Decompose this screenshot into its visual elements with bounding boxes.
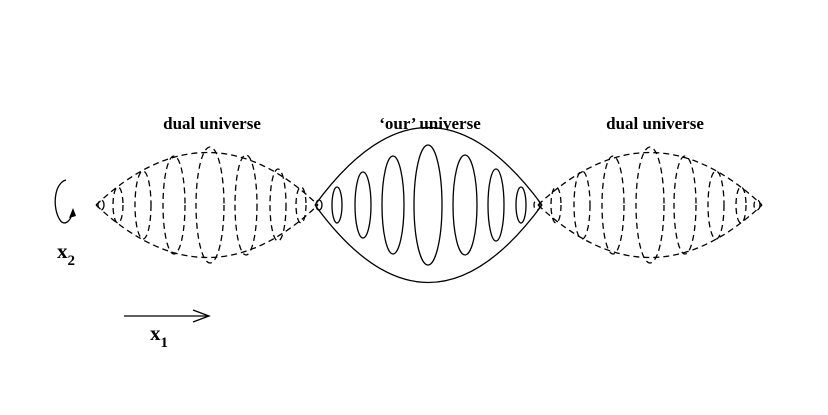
right-ellipse — [673, 155, 697, 255]
our-envelope-top — [314, 127, 543, 206]
label-left-dual-universe: dual universe — [163, 114, 261, 133]
right-ellipse — [753, 199, 761, 211]
right-ellipse — [707, 170, 725, 240]
right-ellipse — [573, 170, 591, 240]
left-ellipse — [234, 154, 258, 256]
x1-arrow-icon — [124, 309, 211, 323]
our-ellipse — [515, 186, 527, 224]
left-ellipse — [162, 155, 186, 255]
left-envelope-bottom — [95, 204, 319, 258]
our-ellipse — [354, 171, 372, 239]
label-right-dual-universe: dual universe — [606, 114, 704, 133]
our-ellipse — [487, 168, 505, 242]
left-ellipse — [195, 146, 225, 264]
x2-base: x — [57, 239, 68, 263]
left-ellipse — [112, 186, 124, 224]
left-ellipse — [295, 186, 307, 224]
right-ellipse — [635, 146, 665, 264]
right-ellipse — [735, 186, 747, 224]
x2-rotation-icon — [54, 179, 76, 224]
our-ellipse — [413, 144, 443, 266]
right-ellipse — [601, 155, 625, 255]
our-ellipse — [315, 199, 323, 211]
x2-subscript: 2 — [68, 253, 76, 269]
x1-base: x — [150, 321, 161, 345]
dual-universe-right — [533, 146, 763, 264]
our-universe — [314, 127, 543, 283]
x1-subscript: 1 — [161, 335, 169, 351]
left-ellipse — [97, 199, 105, 211]
right-envelope-bottom — [537, 204, 763, 258]
right-envelope-top — [537, 152, 763, 206]
left-ellipse — [134, 170, 152, 240]
our-ellipse — [381, 155, 405, 255]
our-ellipse — [452, 154, 478, 256]
right-ellipse — [533, 199, 541, 211]
dual-universe-left — [95, 146, 319, 264]
our-ellipse — [331, 186, 343, 224]
our-envelope-bottom — [314, 204, 543, 283]
x1-label: x1 — [150, 321, 168, 351]
label-our-universe: ‘our’ universe — [379, 114, 481, 133]
right-ellipse — [550, 186, 562, 224]
x2-label: x2 — [57, 239, 75, 269]
left-envelope-top — [95, 152, 319, 206]
left-ellipse — [269, 168, 287, 242]
